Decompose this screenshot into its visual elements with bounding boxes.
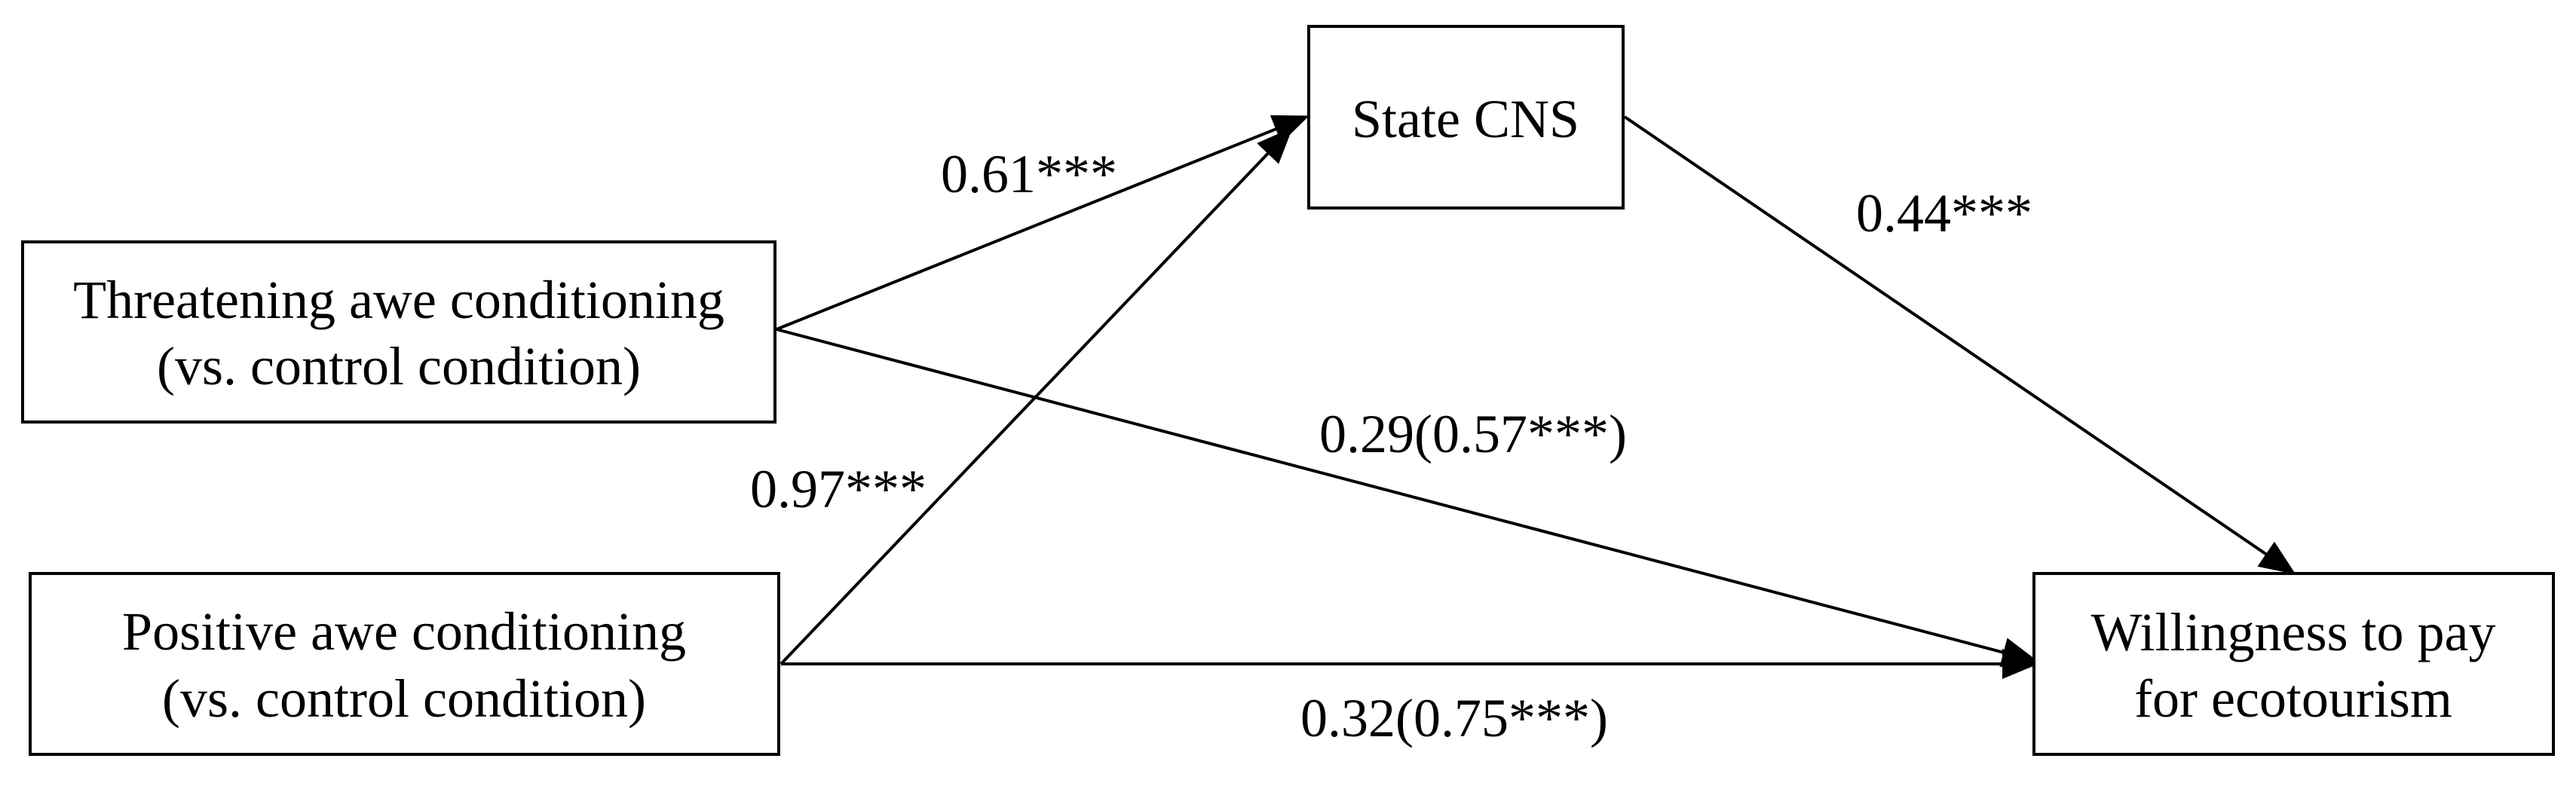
node-willingness-to-pay: Willingness to pay for ecotourism [2032, 572, 2555, 756]
node-threatening-awe-line1: Threatening awe conditioning [73, 270, 724, 330]
node-willingness-line1: Willingness to pay [2091, 602, 2495, 662]
coef-positive-to-cns: 0.97*** [750, 459, 927, 519]
node-positive-awe: Positive awe conditioning (vs. control c… [29, 572, 780, 756]
arrow-threatening-to-state-cns [776, 115, 1309, 331]
arrow-state-cns-to-willingness [1623, 115, 2296, 575]
node-threatening-awe-line2: (vs. control condition) [157, 336, 641, 396]
node-threatening-awe: Threatening awe conditioning (vs. contro… [21, 240, 776, 424]
node-willingness-line2: for ecotourism [2134, 668, 2452, 729]
node-state-cns-label: State CNS [1352, 89, 1579, 149]
coef-threatening-to-cns: 0.61*** [941, 144, 1117, 204]
arrow-threatening-to-willingness [776, 328, 2038, 668]
node-positive-awe-line2: (vs. control condition) [162, 668, 646, 729]
coef-cns-to-willingness: 0.44*** [1856, 183, 2032, 243]
coef-threatening-to-willingness: 0.29(0.57***) [1319, 404, 1627, 464]
node-state-cns: State CNS [1307, 25, 1625, 209]
coef-positive-to-willingness: 0.32(0.75***) [1300, 688, 1608, 748]
node-positive-awe-line1: Positive awe conditioning [122, 601, 686, 662]
